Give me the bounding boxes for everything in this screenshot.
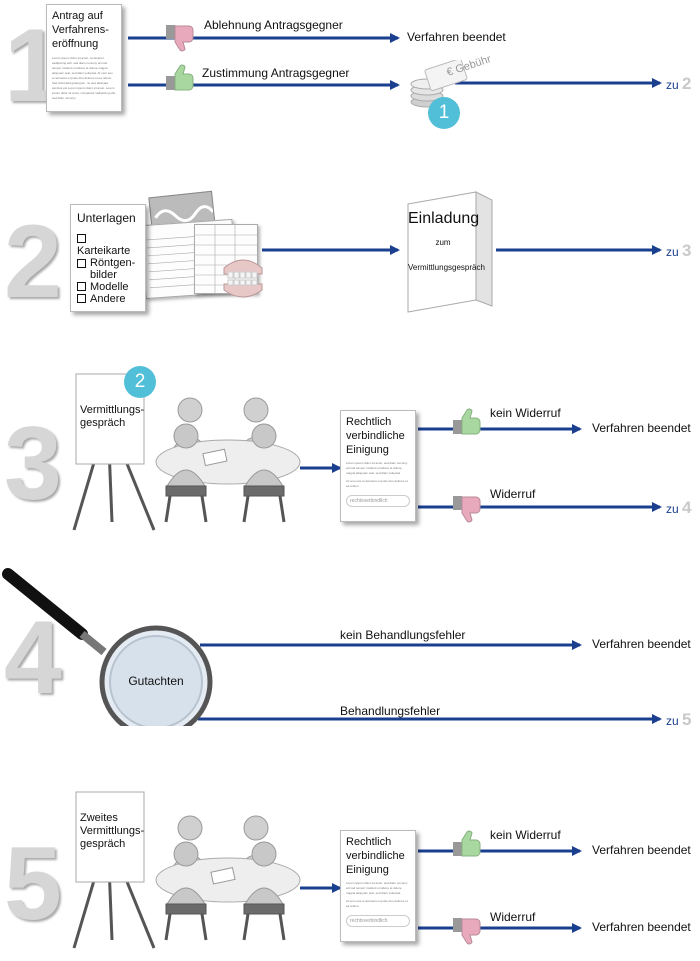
thumb-up-icon	[453, 408, 481, 435]
invitation-sub: zum	[435, 238, 451, 247]
document-item: Andere	[77, 293, 139, 305]
application-filler-text: Lorem ipsum dolor sit amet, consetetur s…	[52, 56, 116, 101]
thumb-down-icon	[166, 25, 194, 52]
next-prefix: zu	[666, 78, 679, 92]
invitation-title: Einladung	[408, 210, 480, 227]
document-item: Modelle	[77, 281, 139, 293]
thumb-down-icon	[453, 918, 481, 945]
next-prefix: zu	[666, 502, 679, 516]
invitation-bottom: Vermittlungsgespräch	[408, 263, 485, 272]
no-error-result: Verfahren beendet	[592, 637, 691, 651]
error-label: Behandlungsfehler	[340, 704, 441, 718]
checkbox-icon	[77, 259, 86, 268]
fee-badge: 1	[428, 97, 460, 129]
reject-label: Ablehnung Antragsgegner	[204, 18, 343, 32]
magnifier-icon	[2, 568, 213, 726]
agreement-stamp: rechtsverbindlich	[346, 495, 410, 508]
checkbox-icon	[77, 294, 86, 303]
invitation-card: Einladung zum Vermittlungsgespräch	[408, 210, 485, 272]
application-document: Antrag auf Verfahrens-eröffnung Lorem ip…	[46, 4, 122, 112]
next-step-number: 2	[682, 74, 692, 93]
step-number-2: 2	[4, 204, 62, 320]
easel-title: Zweites Vermittlungs-gespräch	[80, 812, 145, 850]
reject-result: Verfahren beendet	[407, 30, 506, 44]
agreement-document-3: Rechtlich verbindliche Einigung Lorem ip…	[340, 410, 416, 522]
revocation-label: Widerruf	[490, 910, 536, 924]
revocation-label: Widerruf	[490, 487, 536, 501]
next-step-number: 3	[682, 241, 692, 260]
easel-title: Vermittlungs-gespräch	[80, 404, 145, 429]
step-number-4: 4	[4, 600, 62, 716]
document-item: Röntgen-bilder	[77, 257, 139, 281]
agreement-document-5: Rechtlich verbindliche Einigung Lorem ip…	[340, 830, 416, 942]
meeting-table-icon	[155, 815, 301, 941]
agreement-filler-2: At vero eos et accusam et justo duo dolo…	[346, 899, 408, 909]
accept-label: Zustimmung Antragsgegner	[202, 66, 350, 80]
checkbox-icon	[77, 234, 86, 243]
thumb-up-icon	[453, 830, 481, 857]
next-prefix: zu	[666, 714, 679, 728]
xray-image	[148, 190, 216, 234]
checkbox-icon	[77, 282, 86, 291]
application-title: Antrag auf Verfahrens-eröffnung	[52, 10, 109, 50]
agreement-title: Rechtlich verbindliche Einigung	[346, 416, 405, 456]
no-revocation-result: Verfahren beendet	[592, 843, 691, 857]
thumb-up-icon	[166, 64, 194, 91]
documents-sheet: Unterlagen Karteikarte Röntgen-bilder Mo…	[70, 204, 146, 312]
next-step-number: 4	[682, 498, 692, 517]
easel-icon	[72, 791, 156, 949]
no-revocation-label: kein Widerruf	[490, 406, 561, 420]
meeting-table-icon	[155, 397, 301, 523]
invitation-card-shape	[407, 191, 493, 313]
next-step-link-5[interactable]: zu 5	[666, 710, 692, 730]
documents-checklist: Karteikarte Röntgen-bilder Modelle Ander…	[77, 233, 139, 305]
no-revocation-result: Verfahren beendet	[592, 421, 691, 435]
next-step-number: 5	[682, 710, 692, 729]
revocation-result: Verfahren beendet	[592, 920, 691, 934]
meeting-badge: 2	[124, 366, 156, 398]
next-step-link-4[interactable]: zu 4	[666, 498, 692, 518]
document-item: Karteikarte	[77, 233, 139, 257]
agreement-filler-2: At vero eos et accusam et justo duo dolo…	[346, 479, 408, 489]
agreement-filler: Lorem ipsum dolor sit amet, sed diam non…	[346, 881, 408, 896]
next-prefix: zu	[666, 245, 679, 259]
no-revocation-label: kein Widerruf	[490, 828, 561, 842]
agreement-title: Rechtlich verbindliche Einigung	[346, 836, 405, 876]
agreement-filler: Lorem ipsum dolor sit amet, sed diam non…	[346, 461, 408, 476]
next-step-link-3[interactable]: zu 3	[666, 241, 692, 261]
step-number-3: 3	[4, 406, 62, 522]
lens-label: Gutachten	[128, 674, 184, 688]
thumb-down-icon	[453, 496, 481, 523]
step-number-5: 5	[4, 826, 62, 942]
next-step-link-2[interactable]: zu 2	[666, 74, 692, 94]
no-error-label: kein Behandlungsfehler	[340, 628, 466, 642]
documents-title: Unterlagen	[77, 211, 136, 225]
agreement-stamp: rechtsverbindlich	[346, 915, 410, 928]
dental-model-icon	[223, 259, 263, 298]
